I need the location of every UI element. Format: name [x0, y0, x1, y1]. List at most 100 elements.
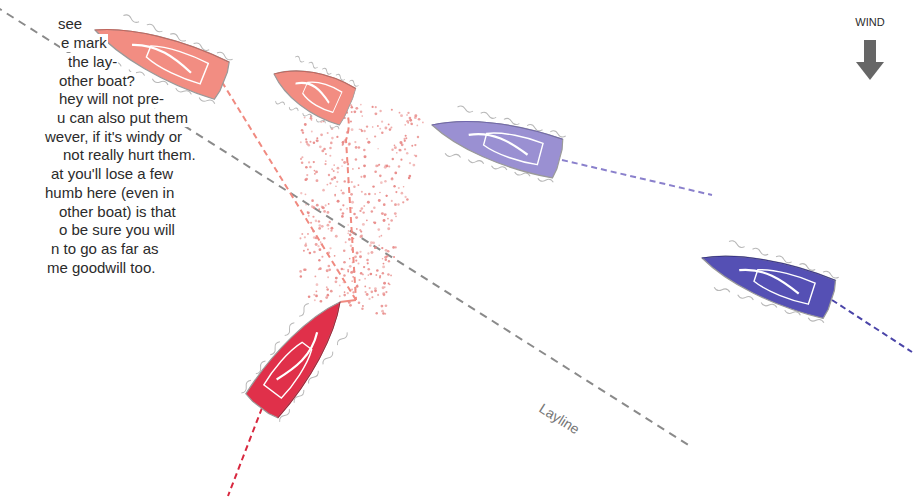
spray-dot: [366, 138, 368, 140]
spray-dot: [362, 211, 364, 213]
note-text: the lay-: [67, 53, 118, 71]
spray-dot: [377, 228, 380, 231]
spray-dot: [374, 287, 377, 290]
spray-dot: [364, 155, 367, 158]
spray-dot: [404, 140, 406, 142]
spray-dot: [325, 204, 327, 206]
spray-dot: [313, 161, 315, 163]
spray-dot: [361, 308, 363, 310]
spray-dot: [378, 245, 380, 247]
spray-dot: [316, 139, 318, 141]
spray-dot: [343, 294, 346, 297]
spray-dot: [347, 181, 349, 183]
spray-dot: [308, 215, 310, 217]
spray-dot: [352, 276, 354, 278]
spray-dot: [336, 268, 338, 270]
spray-dot: [351, 106, 354, 109]
spray-dot: [404, 124, 406, 126]
spray-dot: [326, 286, 328, 288]
spray-dot: [379, 128, 381, 130]
spray-dot: [414, 144, 416, 146]
spray-dot: [356, 252, 359, 255]
spray-dot: [350, 104, 352, 106]
spray-dot: [342, 204, 344, 206]
spray-dot: [411, 123, 413, 125]
spray-dot: [316, 137, 318, 139]
spray-dot: [305, 141, 307, 143]
spray-dot: [319, 267, 322, 270]
spray-dot: [321, 256, 323, 258]
spray-dot: [417, 136, 419, 138]
spray-dot: [312, 216, 314, 218]
spray-dot: [353, 238, 355, 240]
spray-dot: [348, 230, 350, 232]
spray-dot: [363, 130, 365, 132]
spray-dot: [347, 232, 349, 234]
spray-dot: [301, 156, 303, 158]
spray-dot: [415, 155, 418, 158]
spray-dot: [306, 174, 308, 176]
spray-dot: [326, 184, 328, 186]
spray-dot: [381, 132, 383, 134]
spray-dot: [372, 185, 374, 187]
spray-dot: [351, 111, 353, 113]
spray-dot: [347, 292, 349, 294]
spray-dot: [350, 271, 353, 274]
spray-dot: [385, 304, 388, 307]
spray-dot: [329, 147, 332, 150]
spray-dot: [378, 199, 381, 202]
spray-dot: [300, 141, 302, 143]
spray-dot: [367, 262, 369, 264]
spray-dot: [351, 207, 353, 209]
sailboat: [263, 50, 359, 131]
spray-dot: [346, 208, 348, 210]
spray-dot: [305, 204, 307, 206]
spray-dot: [316, 139, 319, 142]
spray-dot: [385, 291, 387, 293]
spray-dot: [386, 195, 388, 197]
spray-dot: [313, 294, 315, 296]
spray-dot: [360, 111, 362, 113]
spray-dot: [400, 114, 403, 117]
spray-dot: [301, 161, 304, 164]
boat-track: [228, 408, 262, 496]
spray-dot: [411, 145, 413, 147]
spray-dot: [311, 199, 314, 202]
spray-dot: [390, 219, 393, 222]
spray-dot: [374, 170, 377, 173]
spray-dot: [353, 186, 355, 188]
spray-dot: [379, 275, 381, 277]
spray-dot: [325, 160, 327, 162]
spray-dot: [307, 211, 310, 214]
spray-dot: [321, 206, 324, 209]
spray-dot: [343, 268, 345, 270]
spray-dot: [325, 296, 328, 299]
spray-dot: [370, 241, 373, 244]
spray-dot: [414, 116, 417, 119]
spray-dot: [308, 161, 310, 163]
spray-dot: [310, 222, 312, 224]
spray-dot: [359, 255, 362, 258]
spray-dot: [336, 181, 338, 183]
spray-dot: [358, 167, 360, 169]
spray-dot: [320, 243, 323, 246]
note-text: o be sure you will: [58, 221, 176, 239]
spray-dot: [370, 251, 373, 254]
spray-dot: [400, 159, 402, 161]
spray-dot: [384, 286, 386, 288]
spray-dot: [305, 138, 307, 140]
spray-dot: [392, 158, 394, 160]
spray-dot: [299, 237, 301, 239]
spray-dot: [370, 273, 373, 276]
spray-dot: [321, 149, 324, 152]
spray-dot: [383, 203, 386, 206]
spray-dot: [387, 273, 390, 276]
spray-dot: [318, 220, 320, 222]
note-text: hey will not pre-: [58, 90, 165, 108]
spray-dot: [394, 212, 397, 215]
spray-dot: [348, 142, 350, 144]
spray-dot: [394, 203, 397, 206]
spray-dot: [398, 165, 401, 168]
spray-dot: [366, 293, 369, 296]
